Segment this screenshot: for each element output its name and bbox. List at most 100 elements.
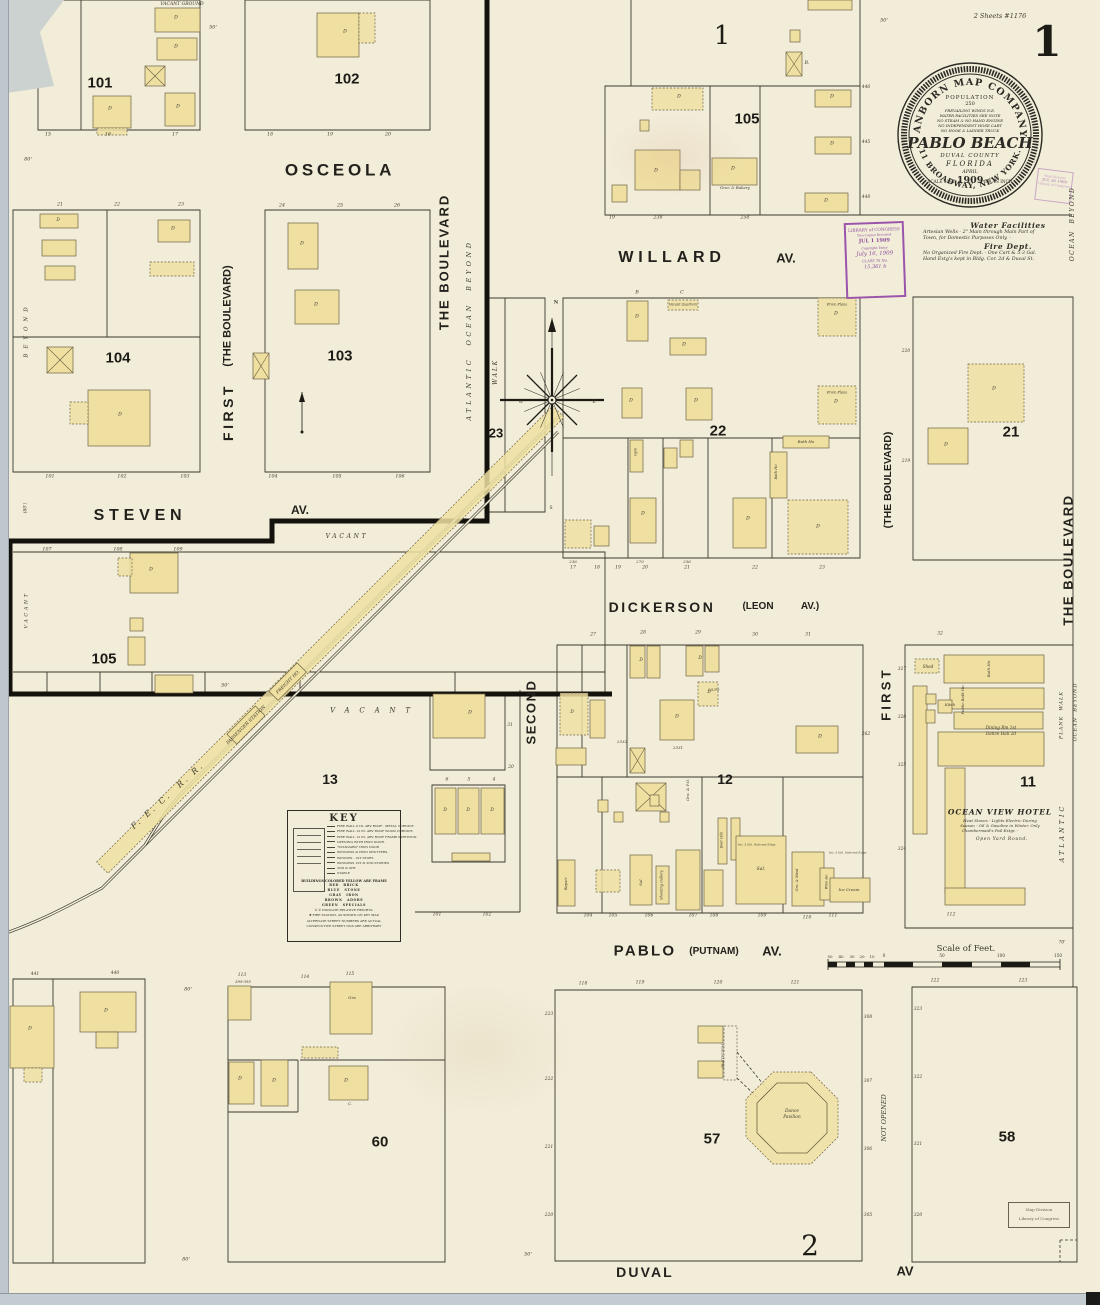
map-label: Repair [563,877,569,891]
fire-note-line: No Organized Fire Dept. - One Cart & 5-3… [923,250,1037,256]
key-notes: ① ② INDICATE RELATIVE HEIGHTS.✚ FIRE STA… [291,908,397,929]
building [621,387,643,419]
map-label: Dance Hall 2d [985,730,1017,736]
building [663,447,678,469]
stamp-line: Map Division [1025,1207,1053,1212]
map-boundary-heavy-line [7,0,612,697]
grocery-meat-market [791,851,825,907]
map-label: D [682,342,686,348]
key-line: WINDOWS & IRON SHUTTERS. [327,850,397,855]
map-label: D [272,1078,276,1084]
continuation-sheet-2: 2 [801,1229,819,1262]
building [659,811,670,823]
block-number-102: 102 [334,70,360,88]
map-label: ATLANTIC OCEAN BEYOND [464,239,473,421]
map-label: 253½ [708,687,720,692]
public-bath-house [949,687,1045,710]
building [559,692,589,736]
map-label: 445 [861,139,871,145]
map-label: D [238,1076,242,1082]
map-label: 118 [578,981,588,987]
building [639,119,650,132]
block-105-top-outline [604,0,1072,216]
map-label: 30 [849,954,855,959]
map-label: D [300,241,304,247]
map-label: AV.) [800,601,820,612]
map-label: 222 [544,1076,554,1082]
library-of-congress-stamp: LIBRARY of CONGRESS Two Copies Received … [843,220,907,300]
map-label: D [174,44,178,50]
building [44,265,76,281]
building [227,985,252,1021]
map-label: 104 [268,474,278,480]
map-label: Public Bath Ho [960,685,966,715]
map-label: 50' [209,24,217,31]
building [164,92,196,127]
block-number-103: 103 [327,347,353,365]
building [434,787,457,835]
platform-walk [723,1025,738,1081]
building [451,852,491,862]
hotel-wing [912,685,928,835]
map-label: AV [896,1263,914,1279]
seal-county: DUVAL COUNTY [939,153,1000,159]
map-label: 262 [861,731,871,737]
building [814,89,852,108]
block-number-1: 1 [713,21,731,51]
compass-e: E [592,399,596,405]
map-label: Heat Stoves - Lights Electric During [963,818,1037,823]
map-label: D [344,1078,348,1084]
block-number-23: 23 [488,425,504,441]
seal-scale-line: SCALE 50FT. 1909 TO AN INCH [928,175,1013,186]
building [595,869,621,893]
granary [329,981,373,1035]
map-label: 17 [570,565,576,571]
map-label: 221 [544,1144,554,1150]
map-label: D [641,511,645,517]
map-label: D [830,141,834,147]
water-note-line: Town, for Domestic Purposes Only. - [923,235,1011,241]
map-label: 109 [757,913,767,919]
building [804,192,849,213]
building [697,1025,724,1044]
building [127,636,146,666]
map-label: 26 [393,203,401,209]
sheet-number: 1 [1032,17,1062,66]
map-label: D [149,567,153,573]
map-label: 17 [171,132,179,138]
from-plans-building [817,297,857,337]
map-label: 120 [713,980,723,986]
map-label: 104 [583,913,593,919]
building [629,439,644,473]
block-number-13: 13 [322,771,338,787]
building [555,747,587,766]
map-label: 80' [182,1256,190,1263]
map-label: B. [804,60,810,66]
map-label: THE BOULEVARD [436,193,452,331]
porch [96,127,128,136]
grocery-bakery-building [711,157,758,186]
map-label: 50' [880,17,888,24]
buildings-layer [9,0,1045,1165]
map-label: OCEAN BEYOND [1072,682,1079,742]
map-label: 40 [838,954,844,959]
key-note-line: ✚ FIRE STATION, AS SHOWN ON KEY MAP. [308,913,380,918]
station-platform [96,405,565,874]
map-label: 101 [45,474,55,480]
block-13-outline [415,690,521,913]
map-label: 23 [819,565,825,571]
porch [117,557,133,577]
map-label: FIRST [878,667,894,721]
map-label: 100 [997,952,1005,958]
map-label: 105 [608,913,618,919]
building [704,645,720,673]
map-label: 32 [937,631,943,637]
map-label: Inc. 3 Gal. National Extgr. [828,850,868,855]
map-label: (THE BOULEVARD) [221,265,234,367]
seal-population-value: 250 [965,101,975,107]
hotel-kitchen [937,699,953,714]
building [613,811,624,823]
map-label: 112 [946,912,956,918]
map-label: D [654,168,658,174]
map-label: 108 [113,547,123,553]
